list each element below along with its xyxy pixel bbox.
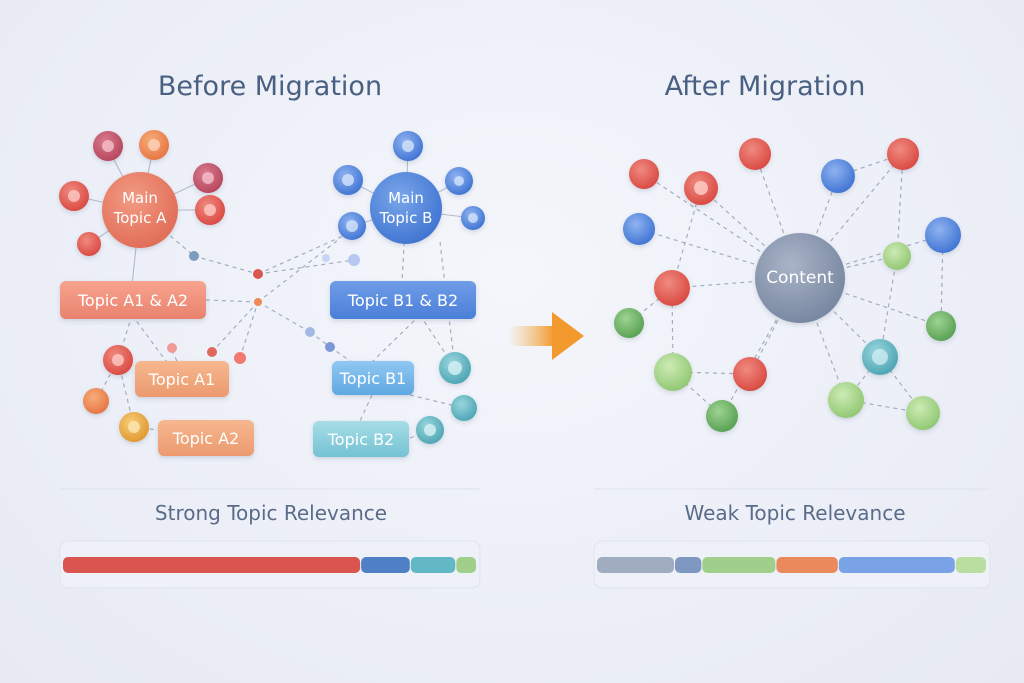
node[interactable] [623,213,655,245]
bar-segment [597,557,674,573]
hub-main-topic-a[interactable] [102,172,178,248]
node[interactable] [654,353,692,391]
hub-main-topic-b[interactable] [370,172,442,244]
connector-dot [234,352,246,364]
node[interactable] [706,400,738,432]
before-relevance-label: Strong Topic Relevance [155,501,387,525]
node[interactable] [821,159,855,193]
connector-dot [305,327,315,337]
box-a2-label: Topic A2 [172,429,239,448]
bar-segment [361,557,410,573]
connector-dot [167,343,177,353]
node[interactable] [83,388,109,414]
bar-segment [675,557,702,573]
connector-dot [348,254,360,266]
node[interactable] [77,232,101,256]
node[interactable] [629,159,659,189]
after-relevance-bar [593,540,991,589]
connector-dot [189,251,199,261]
box-topic-b1[interactable] [332,361,414,395]
node[interactable] [925,217,961,253]
before-title: Before Migration [158,71,382,102]
box-topic-a2[interactable] [158,420,254,456]
box-b12-label: Topic B1 & B2 [347,291,458,310]
connector-dot [253,269,263,279]
bar-segment [63,557,361,573]
hub-content[interactable] [755,233,845,323]
connector-dot [322,254,330,262]
box-b2-label: Topic B2 [327,430,394,449]
node[interactable] [739,138,771,170]
after-cluster [614,138,961,432]
connector-dot [325,342,335,352]
bar-segment [776,557,838,573]
box-topic-b2[interactable] [313,421,409,457]
hub-b-label-line2: Topic B [379,209,433,227]
box-topic-a1-a2[interactable] [60,281,206,319]
bar-segments [597,557,986,573]
bar-segment [410,557,456,573]
topic-b-cluster [333,131,485,444]
node[interactable] [451,395,477,421]
box-b1-label: Topic B1 [339,369,406,388]
node[interactable] [906,396,940,430]
before-relevance-bar [59,540,481,589]
node[interactable] [654,270,690,306]
after-relevance-label: Weak Topic Relevance [685,501,906,525]
bar-segment [838,557,955,573]
topic-a-cluster [59,130,225,442]
node[interactable] [887,138,919,170]
box-a12-label: Topic A1 & A2 [77,291,188,310]
connector-dot [254,298,262,306]
before-small-dots [167,251,360,364]
hub-a-label-line1: Main [122,189,158,207]
node[interactable] [926,311,956,341]
hub-content-label: Content [766,268,834,288]
connector-dot [207,347,217,357]
bar-segments [63,557,476,573]
hub-a-label-line2: Topic A [113,209,167,227]
node[interactable] [883,242,911,270]
box-topic-b1-b2[interactable] [330,281,476,319]
bar-segment [456,557,476,573]
after-title: After Migration [665,71,866,102]
box-a1-label: Topic A1 [148,370,215,389]
topic-boxes [60,281,476,457]
hub-b-label-line1: Main [388,189,424,207]
node[interactable] [614,308,644,338]
box-topic-a1[interactable] [135,361,229,397]
bar-segment [955,557,986,573]
node[interactable] [828,382,864,418]
bar-segment [702,557,776,573]
node[interactable] [733,357,767,391]
arrow-right-icon [508,312,584,360]
